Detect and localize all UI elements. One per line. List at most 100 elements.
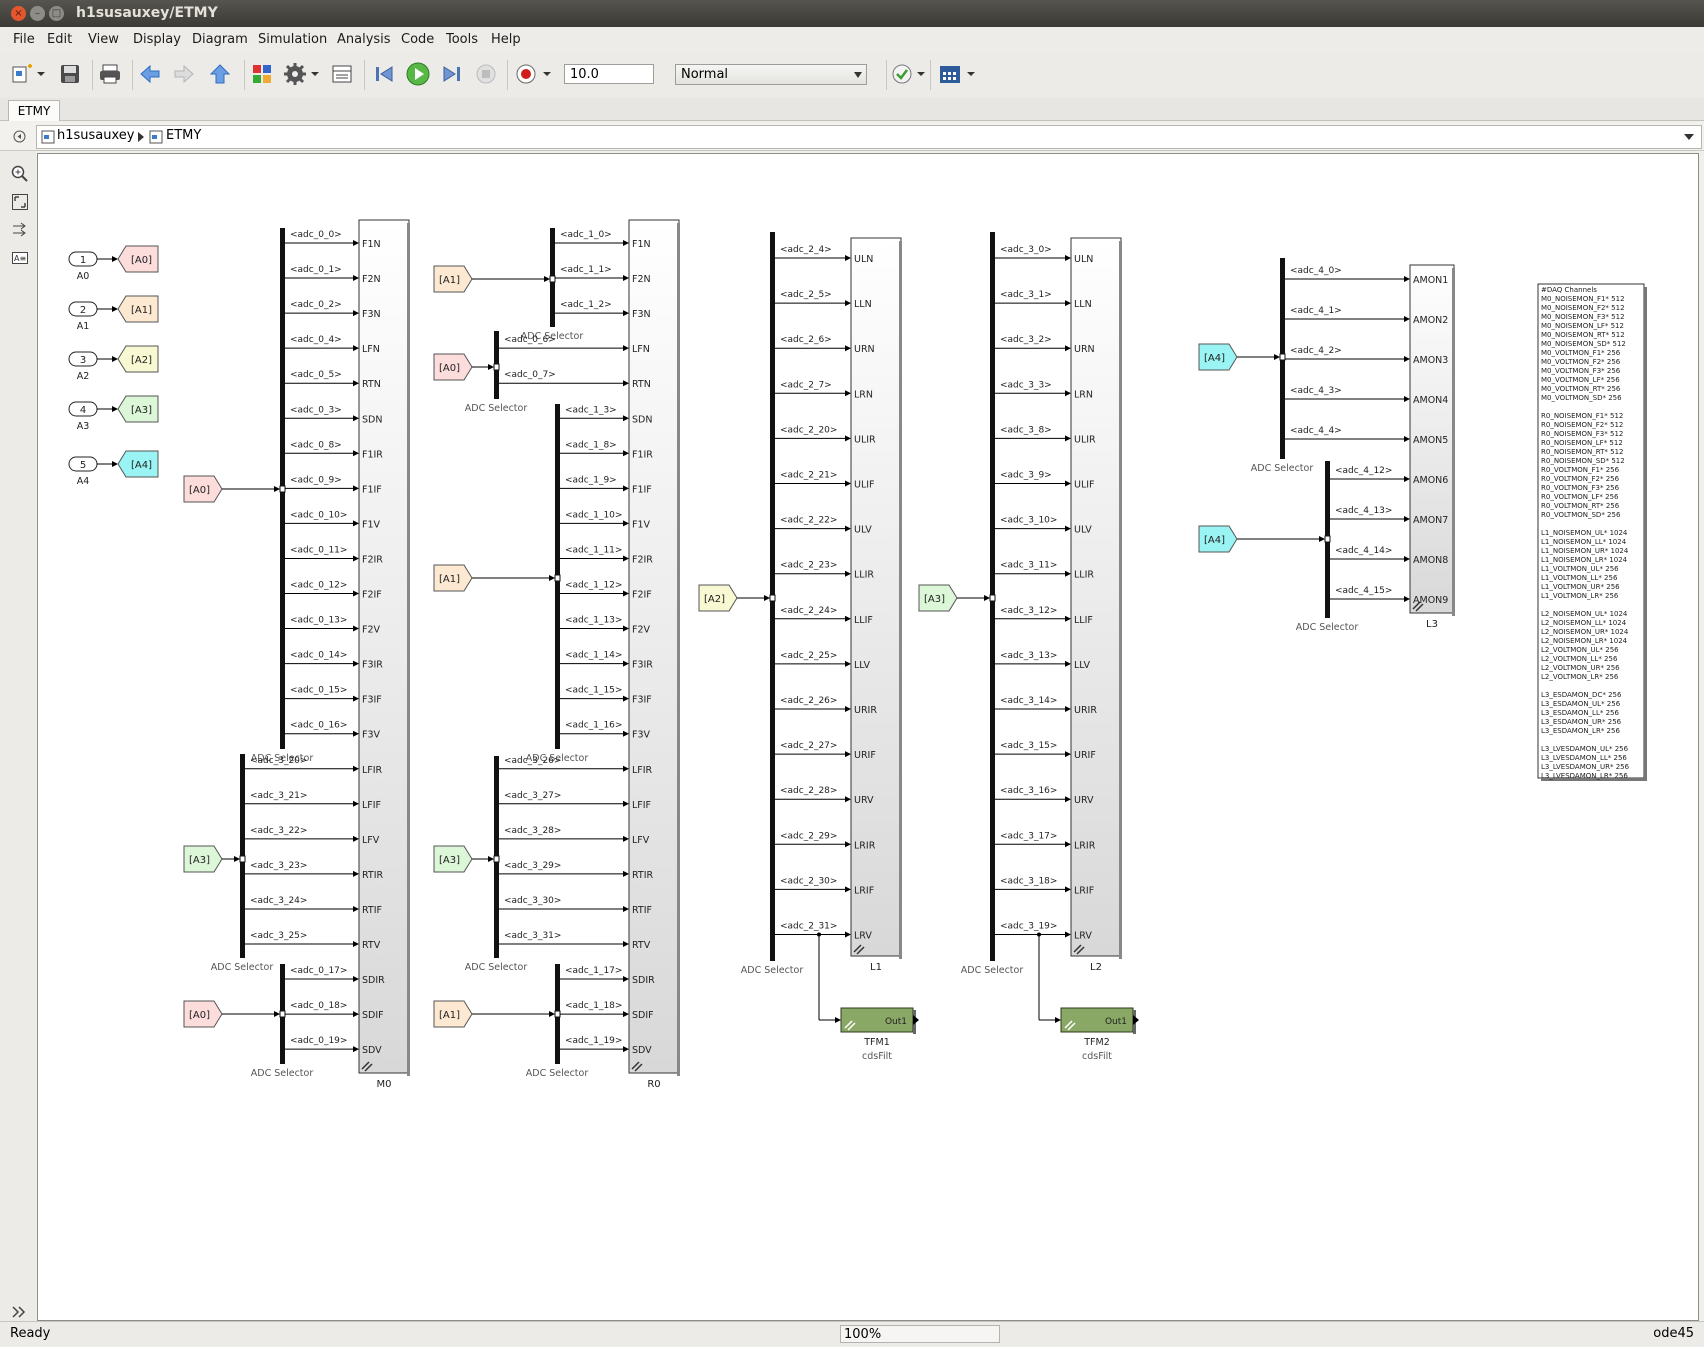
zoom-in-icon[interactable] [11, 165, 29, 183]
hide-explorer-bar-icon[interactable] [13, 130, 26, 143]
record-icon [516, 64, 536, 84]
block-name: M0 [377, 1079, 392, 1090]
daq-channel-line: M0_VOLTMON_LF* 256 [1541, 376, 1620, 384]
step-forward-button[interactable] [438, 60, 466, 88]
port-label: F2N [362, 274, 381, 285]
menu-file[interactable]: File [13, 32, 35, 47]
goto-tag-label: [A1] [131, 305, 152, 316]
port-label: ULIR [1074, 434, 1096, 445]
menu-tools[interactable]: Tools [446, 32, 479, 47]
library-link-icon [1073, 944, 1085, 955]
advisor-dropdown[interactable] [914, 60, 928, 88]
signal-label: <adc_3_25> [250, 931, 307, 941]
up-level-button[interactable] [206, 60, 234, 88]
goto-tag-a3 [117, 395, 159, 423]
port-label: LRV [1074, 931, 1092, 942]
chevron-down-icon[interactable] [1683, 133, 1695, 141]
signal-label: <adc_3_11> [1000, 561, 1057, 571]
block-diagram[interactable]: 1A0[A0]2A1[A1]3A2[A2]4A3[A3]5A4[A4]M0[A0… [38, 154, 1699, 1321]
tab-etmy[interactable]: ETMY [8, 100, 60, 121]
build-button[interactable] [936, 60, 964, 88]
arrowhead [623, 275, 629, 282]
stop-time-input[interactable]: 10.0 [564, 64, 654, 84]
daq-channel-line: R0_NOISEMON_F2* 512 [1541, 421, 1623, 429]
print-button[interactable] [96, 60, 124, 88]
menu-analysis[interactable]: Analysis [337, 32, 391, 47]
minimize-window-button[interactable]: – [30, 6, 45, 21]
menu-edit[interactable]: Edit [47, 32, 73, 47]
fit-to-view-icon[interactable] [11, 193, 29, 211]
signal-label: <adc_1_15> [565, 686, 622, 696]
model-advisor-button[interactable] [888, 60, 916, 88]
from-tag-label: [A2] [704, 594, 725, 605]
record-dropdown[interactable] [540, 60, 554, 88]
signal-label: <adc_2_23> [780, 561, 837, 571]
step-back-button[interactable] [370, 60, 398, 88]
arrowhead [1274, 354, 1280, 360]
solver-name[interactable]: ode45 [1653, 1326, 1694, 1341]
menu-help[interactable]: Help [491, 32, 521, 47]
breadcrumb-current[interactable]: ETMY [166, 128, 202, 143]
signal-label: <adc_3_23> [250, 861, 307, 871]
menu-view[interactable]: View [88, 32, 119, 47]
arrowhead [623, 310, 629, 317]
from-tag-label: [A3] [924, 594, 945, 605]
record-button[interactable] [512, 60, 540, 88]
port-label: F3IR [632, 660, 653, 671]
annotation-icon[interactable]: A≡ [11, 249, 29, 267]
port-label: SDIF [362, 1010, 384, 1021]
model-explorer-button[interactable] [328, 60, 356, 88]
model-configuration-button[interactable] [281, 60, 309, 88]
signal-label: <adc_1_11> [565, 545, 622, 555]
configuration-dropdown[interactable] [308, 60, 322, 88]
save-button[interactable] [56, 60, 84, 88]
arrowhead [353, 485, 359, 492]
simulation-mode-select[interactable]: Normal [675, 64, 867, 85]
signal-label: <adc_0_12> [290, 581, 347, 591]
stop-button[interactable] [472, 60, 500, 88]
new-model-dropdown[interactable] [34, 60, 48, 88]
toolbar-separator [92, 60, 93, 90]
from-tag-label: [A0] [189, 485, 210, 496]
daq-channel-line: R0_NOISEMON_SD* 512 [1541, 457, 1625, 465]
breadcrumb-root[interactable]: h1susauxey [57, 128, 135, 143]
menu-diagram[interactable]: Diagram [192, 32, 248, 47]
port-label: URN [854, 344, 875, 355]
signal-label: <adc_0_13> [290, 616, 347, 626]
arrowhead [845, 886, 851, 893]
selector-label: ADC Selector [465, 403, 528, 414]
close-window-button[interactable]: × [11, 6, 26, 21]
subsystem-icon [149, 130, 163, 144]
port-label: LLV [854, 660, 871, 671]
arrowhead [549, 1011, 555, 1017]
block-shadow [407, 223, 410, 1076]
filter-library: cdsFilt [1082, 1051, 1112, 1062]
build-dropdown[interactable] [964, 60, 978, 88]
inport-name: A2 [77, 371, 90, 382]
menu-simulation[interactable]: Simulation [258, 32, 328, 47]
library-browser-button[interactable] [248, 60, 276, 88]
arrowhead [353, 976, 359, 983]
signal-label: <adc_1_0> [560, 230, 612, 240]
port-label: LRV [854, 931, 872, 942]
inport-name: A0 [77, 271, 90, 282]
arrowhead [764, 595, 770, 601]
signal-routing-icon[interactable] [11, 221, 29, 239]
maximize-window-button[interactable]: □ [49, 6, 64, 21]
expand-palette-icon[interactable] [11, 1305, 27, 1319]
menu-display[interactable]: Display [133, 32, 181, 47]
new-model-button[interactable] [8, 60, 36, 88]
signal-label: <adc_3_22> [250, 826, 307, 836]
signal-label: <adc_4_1> [1290, 306, 1342, 316]
menu-code[interactable]: Code [401, 32, 435, 47]
port-label: LFIF [632, 800, 651, 811]
build-icon [940, 66, 960, 83]
forward-button[interactable] [170, 60, 198, 88]
selector-source-tag [698, 584, 738, 612]
signal-label: <adc_3_30> [504, 896, 561, 906]
run-button[interactable] [404, 60, 432, 88]
breadcrumb: h1susauxey ETMY [36, 125, 1702, 149]
port-label: RTIR [362, 870, 384, 881]
back-button[interactable] [136, 60, 164, 88]
